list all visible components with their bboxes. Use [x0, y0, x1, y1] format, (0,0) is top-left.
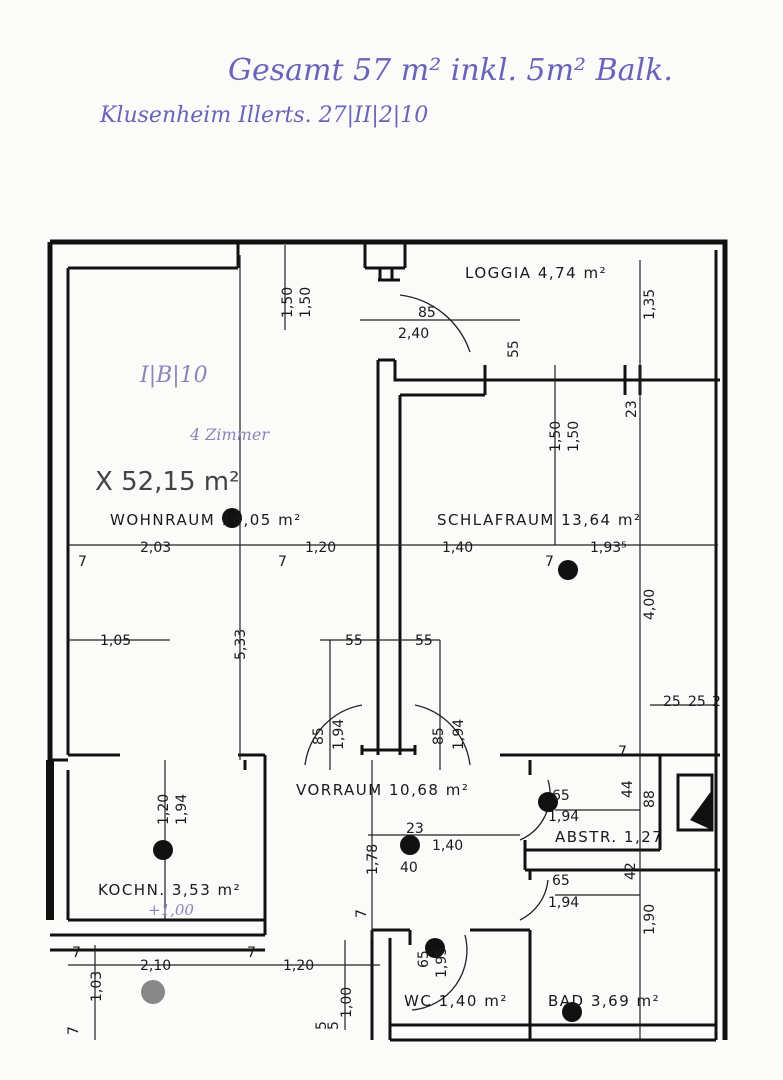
- dim-label: 1,40: [432, 838, 463, 854]
- dim-label: 1,50: [566, 421, 582, 452]
- dim-label: 55: [415, 633, 433, 649]
- dim-label: 1,94: [451, 719, 467, 750]
- light-icon: [153, 840, 173, 860]
- note-rooms: 4 Zimmer: [189, 425, 270, 444]
- dim-label: 25: [663, 694, 681, 710]
- dim-label: 1,20: [283, 958, 314, 974]
- dim-label: 7: [278, 554, 287, 570]
- dim-label: 5,33: [233, 629, 249, 660]
- dim-label: 1,95: [434, 947, 450, 978]
- note-kitchen-extra: +1,00: [148, 901, 194, 919]
- room-wohnraum: WOHNRAUM 18,05 m²: [110, 511, 302, 529]
- room-schlafraum: SCHLAFRAUM 13,64 m²: [437, 511, 641, 529]
- door-swings: [304, 294, 551, 1011]
- room-loggia: LOGGIA 4,74 m²: [465, 264, 607, 282]
- dim-label: 65: [552, 873, 570, 889]
- dim-label: 7: [78, 554, 87, 570]
- dim-label: 44: [620, 780, 636, 798]
- light-icon: [425, 938, 445, 958]
- dim-label: 1,50: [548, 421, 564, 452]
- dim-label: 2: [712, 694, 721, 710]
- dim-label: 85: [311, 727, 327, 745]
- room-wc: WC 1,40 m²: [404, 992, 508, 1010]
- dim-label: 7: [247, 945, 256, 961]
- dim-label: 55: [345, 633, 363, 649]
- dim-label: 1,94: [331, 719, 347, 750]
- walls: [46, 239, 728, 1042]
- dim-label: 1,35: [642, 289, 658, 320]
- dim-label: 4,00: [642, 589, 658, 620]
- light-icon: [400, 835, 420, 855]
- light-icon: [141, 980, 165, 1004]
- note-unit: I|B|10: [139, 363, 208, 388]
- dim-label: 65: [552, 788, 570, 804]
- dim-label: 55: [506, 340, 522, 358]
- dim-label: 5: [326, 1021, 342, 1030]
- dim-label: 42: [623, 862, 639, 880]
- dim-label: 1,94: [548, 895, 579, 911]
- light-icon: [222, 508, 242, 528]
- dim-label: 1,90: [642, 904, 658, 935]
- dim-label: 5: [314, 1021, 330, 1030]
- dim-label: 7: [618, 744, 627, 760]
- dim-label: 1,00: [339, 987, 355, 1018]
- ceiling-lights: [141, 508, 582, 1022]
- light-icon: [562, 1002, 582, 1022]
- dim-label: 7: [72, 945, 81, 961]
- dim-label: 7: [545, 554, 554, 570]
- dim-label: 1,20: [305, 540, 336, 556]
- note-date: Klusenheim Illerts. 27|II|2|10: [99, 103, 428, 128]
- room-kochnische: KOCHN. 3,53 m²: [98, 881, 241, 899]
- dim-label: 1,93⁵: [590, 540, 627, 556]
- dim-label: 2,03: [140, 540, 171, 556]
- dim-label: 1,50: [280, 287, 296, 318]
- room-abstellraum: ABSTR. 1,27: [555, 828, 663, 846]
- dimension-labels: 1,50 1,50 85 2,40 55 1,35 23 1,50 1,50 2…: [66, 287, 721, 1035]
- dim-label: 2,10: [140, 958, 171, 974]
- dim-label: 65: [416, 950, 432, 968]
- dim-label: 23: [624, 400, 640, 418]
- dim-label: 1,78: [365, 844, 381, 875]
- dim-label: 2,40: [398, 326, 429, 342]
- note-area-total: X 52,15 m²: [95, 467, 240, 497]
- dim-label: 1,05: [100, 633, 131, 649]
- dim-label: 1,50: [298, 287, 314, 318]
- dim-label: 23: [406, 821, 424, 837]
- dim-label: 1,03: [89, 971, 105, 1002]
- dim-label: 7: [66, 1026, 82, 1035]
- dim-label: 85: [431, 727, 447, 745]
- room-bad: BAD 3,69 m²: [548, 992, 660, 1010]
- dim-label: 40: [400, 860, 418, 876]
- dim-label: 85: [418, 305, 436, 321]
- dim-label: 1,94: [174, 794, 190, 825]
- note-total: Gesamt 57 m² inkl. 5m² Balk.: [228, 53, 673, 88]
- light-icon: [538, 792, 558, 812]
- dim-label: 1,94: [548, 809, 579, 825]
- room-vorraum: VORRAUM 10,68 m²: [296, 781, 469, 799]
- dim-label: 88: [642, 790, 658, 808]
- dim-label: 25: [688, 694, 706, 710]
- dim-label: 1,40: [442, 540, 473, 556]
- dimension-lines: [68, 245, 718, 1040]
- dim-label: 1,20: [156, 794, 172, 825]
- dim-label: 7: [354, 909, 370, 918]
- light-icon: [558, 560, 578, 580]
